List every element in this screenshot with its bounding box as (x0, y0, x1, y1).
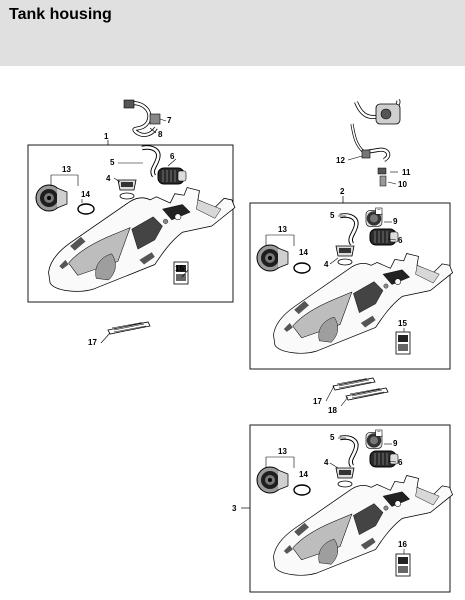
callout-5: 5 (330, 211, 335, 220)
fuel-filter (369, 450, 399, 468)
callout-13: 13 (278, 447, 287, 456)
o-ring (77, 203, 95, 215)
callout-panel-1: 1 (104, 132, 109, 141)
part-group-7-8 (123, 99, 167, 137)
tank-housing (273, 253, 453, 354)
callout-6: 6 (398, 236, 403, 245)
tank-cap (35, 184, 68, 212)
vent-valve (365, 429, 383, 449)
cover-plate (332, 377, 376, 391)
callout-panel-2: 2 (340, 187, 345, 196)
assembly-panel-1: 1 (27, 132, 236, 303)
fuel-filter (157, 167, 187, 185)
callout-16: 16 (398, 540, 407, 549)
callout-15: 15 (398, 319, 407, 328)
cover-plate (107, 321, 151, 335)
grommet (335, 467, 355, 488)
callout-6: 6 (398, 458, 403, 467)
callout-9: 9 (393, 439, 398, 448)
callout-7: 7 (167, 116, 172, 125)
callout-5: 5 (110, 158, 115, 167)
callout-9: 9 (393, 217, 398, 226)
callout-10: 10 (398, 180, 407, 189)
callout-14: 14 (299, 248, 308, 257)
callout-4: 4 (106, 174, 111, 183)
fuel-filter (369, 228, 399, 246)
pickup-hose (142, 147, 158, 176)
callout-15: 15 (175, 264, 184, 273)
callout-14: 14 (299, 470, 308, 479)
page-title: Tank housing (9, 6, 112, 23)
assembly-panel-3: 3 (232, 424, 453, 593)
callout-17: 17 (313, 397, 322, 406)
tank-housing (48, 187, 236, 292)
callout-4: 4 (324, 260, 329, 269)
panel-frame-1 (27, 144, 234, 303)
vent-valve (365, 207, 383, 227)
callout-13: 13 (62, 165, 71, 174)
tank-housing (273, 475, 453, 576)
callout-14: 14 (81, 190, 90, 199)
callout-4: 4 (324, 458, 329, 467)
part-group-10-11-12 (347, 99, 401, 187)
grommet (117, 179, 137, 200)
warning-label (395, 553, 411, 577)
callout-panel-3: 3 (232, 504, 237, 513)
callout-18: 18 (328, 406, 337, 415)
panel-frame-2 (249, 202, 451, 370)
warning-label (395, 331, 411, 355)
pickup-hose (340, 437, 356, 466)
callout-8: 8 (158, 130, 163, 139)
callout-5: 5 (330, 433, 335, 442)
callout-11: 11 (402, 168, 411, 177)
tank-cap (256, 244, 289, 272)
tank-cap (256, 466, 289, 494)
callout-6: 6 (170, 152, 175, 161)
callout-13: 13 (278, 225, 287, 234)
assembly-panel-2: 2 (249, 187, 453, 370)
pickup-hose (340, 215, 356, 244)
grommet (335, 245, 355, 266)
page-header: Tank housing (0, 0, 465, 66)
panel-frame-3 (249, 424, 451, 593)
o-ring (293, 484, 311, 496)
o-ring (293, 262, 311, 274)
cover-plate (345, 387, 389, 401)
callout-17: 17 (88, 338, 97, 347)
callout-12: 12 (336, 156, 345, 165)
